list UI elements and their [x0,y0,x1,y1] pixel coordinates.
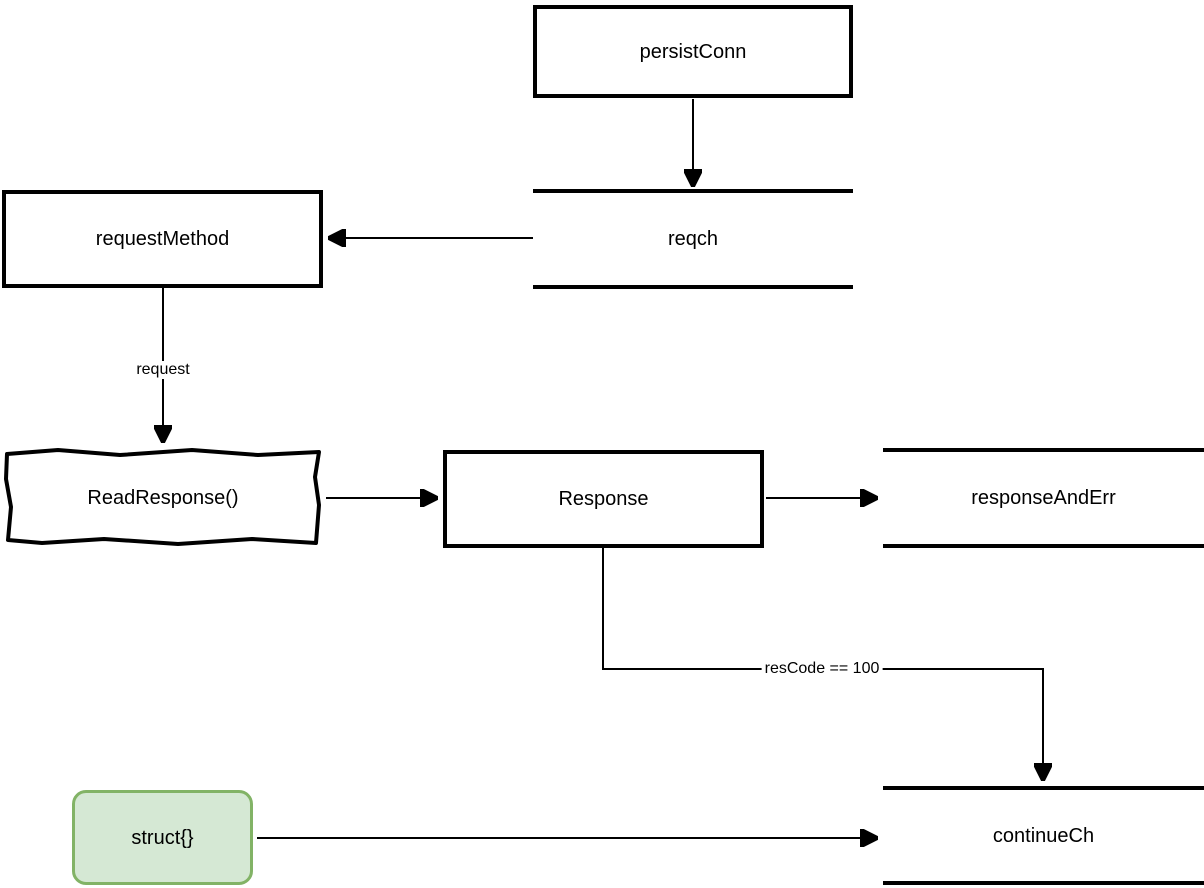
node-struct: struct{} [72,790,253,885]
node-persistconn-label: persistConn [639,40,747,63]
node-response-label: Response [558,488,649,510]
node-struct-label: struct{} [131,826,194,849]
node-persistconn: persistConn [533,5,853,98]
edge-label-rescode: resCode == 100 [761,660,883,678]
node-responseanderr-channel: responseAndErr [883,448,1204,548]
node-requestmethod: requestMethod [2,190,323,288]
node-continuech-channel: continueCh [883,786,1204,885]
sketchy-border [4,448,321,546]
node-response: Response [443,450,764,548]
node-requestmethod-label: requestMethod [95,228,230,250]
node-responseanderr-label: responseAndErr [971,487,1116,509]
node-continuech-label: continueCh [992,824,1095,847]
node-reqch-label: reqch [667,228,719,250]
node-readresponse-label: ReadResponse() [87,486,239,509]
node-reqch-channel: reqch [533,189,853,289]
edge-label-request: request [133,361,193,379]
node-readresponse: ReadResponse() [2,447,324,548]
